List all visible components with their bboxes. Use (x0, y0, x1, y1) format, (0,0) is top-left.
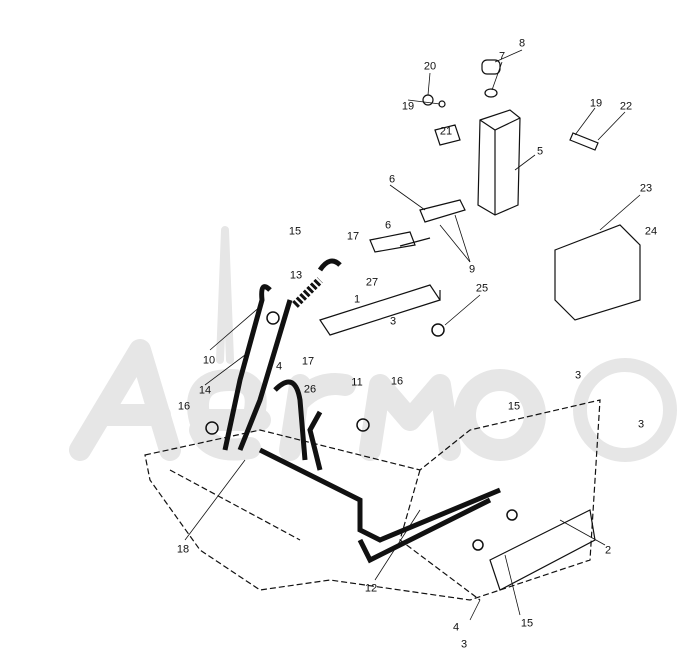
callout-label: 24 (644, 225, 658, 238)
tunnel-frame (144, 399, 601, 601)
callout-label: 22 (619, 100, 633, 113)
callout-label: 2 (604, 544, 612, 557)
callout-label: 16 (390, 375, 404, 388)
plate-2 (489, 509, 596, 591)
callout-label: 3 (460, 638, 468, 651)
fittings (369, 199, 466, 253)
callout-label: 1 (353, 293, 361, 306)
callout-label: 15 (520, 617, 534, 630)
callout-label: 8 (518, 37, 526, 50)
callout-label: 19 (589, 97, 603, 110)
callout-label: 10 (202, 354, 216, 367)
heat-plate (319, 284, 441, 336)
callout-label: 3 (574, 369, 582, 382)
callout-label: 19 (401, 100, 415, 113)
callout-label: 4 (452, 621, 460, 634)
callout-label: 6 (384, 219, 392, 232)
callout-label: 21 (439, 125, 453, 138)
callout-label: 20 (423, 60, 437, 73)
callout-label: 15 (507, 400, 521, 413)
callout-label: 7 (498, 50, 506, 63)
callout-label: 27 (365, 276, 379, 289)
callout-label: 3 (389, 315, 397, 328)
callout-label: 25 (475, 282, 489, 295)
clamps (205, 311, 518, 551)
leader-lines (184, 49, 641, 621)
callout-label: 14 (198, 384, 212, 397)
bracket (554, 224, 641, 321)
callout-label: 26 (303, 383, 317, 396)
callout-label: 5 (536, 145, 544, 158)
callout-label: 17 (301, 355, 315, 368)
callout-label: 11 (351, 376, 363, 389)
callout-label: 15 (288, 225, 302, 238)
callout-label: 9 (468, 263, 476, 276)
callout-label: 6 (388, 173, 396, 186)
callout-label: 3 (637, 418, 645, 431)
callout-label: 12 (364, 582, 378, 595)
callout-label: 16 (177, 400, 191, 413)
callout-label: 17 (346, 230, 360, 243)
callout-label: 4 (275, 360, 283, 373)
callout-label: 18 (176, 543, 190, 556)
callout-label: 13 (289, 269, 303, 282)
callout-label: 23 (639, 182, 653, 195)
oil-reservoir (422, 59, 599, 216)
